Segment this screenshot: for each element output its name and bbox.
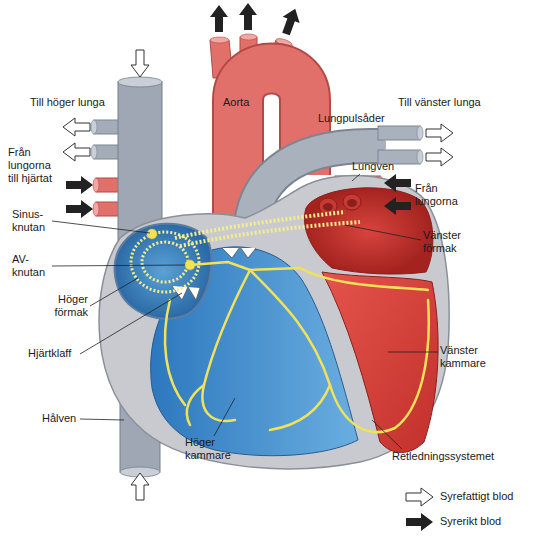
leader-line: [345, 225, 421, 240]
conduction-path: [131, 232, 199, 292]
flow-arrow-white: [426, 148, 453, 166]
leader-line: [52, 265, 185, 266]
conduction-branch: [250, 270, 429, 432]
conduction-fiber: [187, 385, 204, 425]
vessel-opening: [118, 77, 162, 87]
part-label: Retledningssystemet: [392, 450, 517, 463]
conduction-path: [180, 222, 360, 246]
flow-arrow-white: [131, 473, 149, 500]
leader-line: [80, 419, 124, 420]
vessel-opening: [210, 37, 229, 43]
leader-line: [388, 352, 438, 353]
flow-label: Till höger lunga: [30, 96, 140, 109]
legend-text: Syrefattigt blod: [440, 490, 550, 503]
legend-arrow: [406, 513, 433, 531]
leader-line: [214, 398, 235, 436]
legend-arrow: [406, 488, 433, 506]
flow-arrow-black: [239, 3, 257, 30]
vessel-opening: [417, 126, 423, 140]
leader-line: [372, 420, 402, 449]
vessel-opening: [91, 145, 97, 159]
chamber-label: Vänster förmak: [423, 229, 473, 255]
vein-opening: [347, 199, 357, 207]
part-label: AV- knutan: [12, 253, 52, 279]
left-atrium: [304, 188, 432, 274]
flow-arrow-white: [426, 124, 453, 142]
pulmonary-artery-left: [378, 126, 420, 140]
legend-text: Syrerikt blod: [440, 515, 550, 528]
vessel-opening: [417, 150, 423, 164]
vein-opening: [343, 194, 361, 210]
vessel-opening: [93, 202, 99, 216]
heart-valve: [172, 286, 200, 300]
flow-arrow-white: [63, 143, 90, 161]
vessel-label: Lungven: [352, 160, 412, 173]
left-ventricle: [322, 272, 438, 453]
sinus-node: [147, 229, 157, 239]
flow-label: Från lungorna till hjärtat: [8, 146, 56, 185]
leader-line: [90, 278, 138, 306]
conduction-fiber: [270, 385, 330, 430]
flow-arrow-black: [278, 6, 304, 38]
flow-arrow-black: [210, 5, 228, 32]
flow-arrow-black: [384, 197, 411, 215]
vessel-label: Lungpulsåder: [318, 112, 408, 125]
flow-label: Från lungorna: [415, 182, 463, 208]
chamber-label: Höger förmak: [40, 293, 88, 319]
conduction-branch: [250, 268, 428, 290]
vein-opening: [323, 203, 333, 211]
leader-line: [52, 221, 150, 233]
vessel-label: Aorta: [223, 96, 267, 109]
flow-arrow-black: [66, 200, 93, 218]
conduction-bundle: [190, 262, 250, 270]
vessel-opening: [93, 178, 99, 192]
heart-valve: [222, 247, 256, 258]
conduction-branch: [202, 270, 250, 421]
leader-lines: [52, 174, 438, 449]
chamber-label: Höger kammare: [185, 436, 237, 462]
part-label: Sinus- knutan: [12, 208, 52, 234]
vessel-opening: [240, 34, 257, 40]
chamber-label: Vänster kammare: [440, 344, 492, 370]
flow-label: Till vänster lunga: [398, 96, 523, 109]
legend-samples: [406, 488, 433, 531]
conduction-path: [142, 242, 188, 282]
flow-arrow-black: [384, 174, 411, 192]
part-label: Hjärtklaff: [28, 347, 98, 360]
conduction-system: [165, 262, 429, 432]
vessel-label: Hålven: [42, 412, 92, 425]
conduction-fiber: [165, 300, 185, 405]
flow-arrow-white: [131, 50, 149, 77]
flow-arrow-black: [66, 176, 93, 194]
leader-line: [352, 174, 360, 181]
heart-wall: [99, 176, 449, 469]
vessel-opening: [91, 120, 97, 134]
leader-line: [80, 293, 182, 354]
flow-arrow-white: [63, 118, 90, 136]
pulmonary-trunk: [376, 141, 386, 149]
